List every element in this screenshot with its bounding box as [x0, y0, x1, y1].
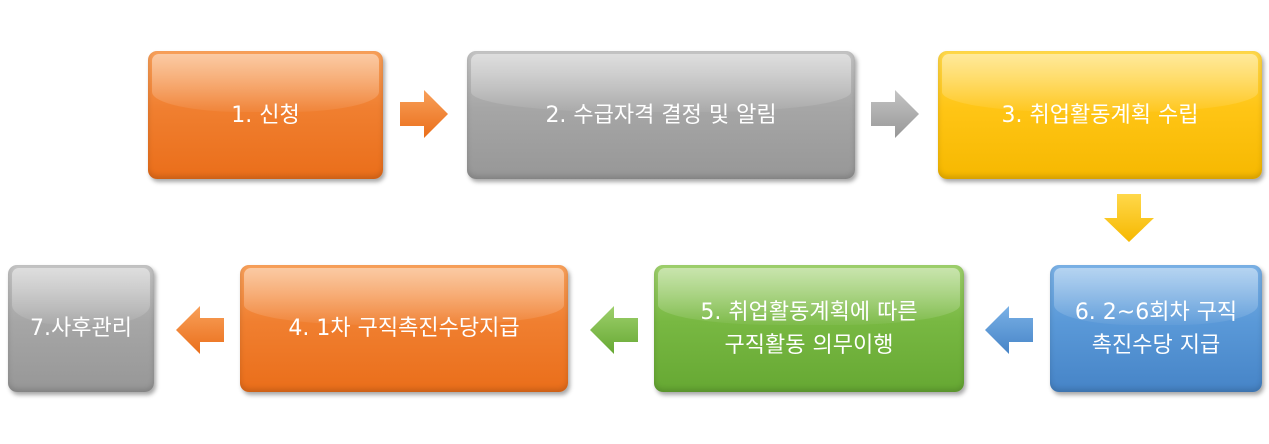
arrow-down-icon — [1104, 194, 1154, 242]
step-1-label: 1. 신청 — [231, 102, 300, 128]
step-7-label: 7.사후관리 — [30, 316, 132, 341]
step-4-box: 4. 1차 구직촉진수당지급 — [240, 265, 568, 392]
step-5-label-line1: 5. 취업활동계획에 따른 — [700, 299, 918, 325]
step-5-label: 5. 취업활동계획에 따른 구직활동 의무이행 — [688, 296, 929, 362]
step-3-box: 3. 취업활동계획 수립 — [938, 51, 1262, 179]
step-2-box: 2. 수급자격 결정 및 알림 — [467, 51, 855, 179]
step-5-box: 5. 취업활동계획에 따른 구직활동 의무이행 — [654, 265, 964, 392]
step-4-label: 4. 1차 구직촉진수당지급 — [288, 316, 520, 341]
step-6-box: 6. 2~6회차 구직 촉진수당 지급 — [1050, 265, 1262, 392]
step-6-label: 6. 2~6회차 구직 촉진수당 지급 — [1063, 296, 1249, 362]
step-5-label-line2: 구직활동 의무이행 — [724, 332, 894, 358]
step-6-label-line2: 촉진수당 지급 — [1091, 332, 1221, 358]
arrow-left-icon — [985, 306, 1033, 354]
arrow-right-icon — [871, 90, 919, 138]
step-2-label: 2. 수급자격 결정 및 알림 — [545, 102, 777, 128]
step-7-box: 7.사후관리 — [8, 265, 154, 392]
arrow-left-icon — [176, 306, 224, 354]
step-3-label: 3. 취업활동계획 수립 — [1001, 102, 1199, 128]
step-1-box: 1. 신청 — [148, 51, 383, 179]
step-6-label-line1: 6. 2~6회차 구직 — [1074, 299, 1238, 325]
arrow-right-icon — [400, 90, 448, 138]
arrow-left-icon — [590, 306, 638, 354]
